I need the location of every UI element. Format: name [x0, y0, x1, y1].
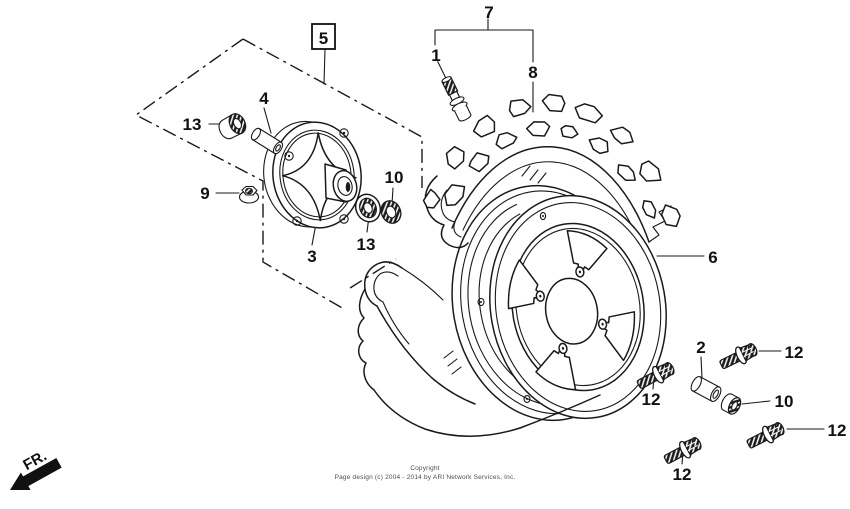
tread-hatching: [521, 165, 547, 184]
bolt-12-d: [660, 433, 705, 469]
callout-7[interactable]: 7: [484, 3, 493, 22]
callout-6[interactable]: 6: [708, 248, 717, 267]
callout-12-c[interactable]: 12: [828, 421, 847, 440]
valve-stem: [437, 61, 472, 122]
callout-3[interactable]: 3: [307, 247, 316, 266]
collar-4: [250, 127, 284, 155]
bearing-13-right: [354, 193, 382, 223]
nut-9: [238, 185, 260, 204]
leader-lines: [208, 18, 825, 465]
copyright-line1: Copyright: [410, 465, 440, 472]
tire-bottom-edge: [519, 394, 601, 429]
assembly-boundary-dashes: [134, 38, 423, 310]
wheel-slots: [497, 222, 646, 399]
callout-12-a[interactable]: 12: [785, 343, 804, 362]
bearing-13-left: [218, 113, 247, 140]
callout-4[interactable]: 4: [259, 89, 269, 108]
copyright-footer: Copyright Page design (c) 2004 - 2014 by…: [0, 464, 850, 483]
wheel-bolt-holes: [533, 264, 611, 356]
rim-rivets: [477, 211, 547, 403]
callout-10-left[interactable]: 10: [385, 168, 404, 187]
bolt-12-c: [743, 418, 788, 454]
wheel-face: [473, 182, 684, 433]
hub-flange-holes: [284, 128, 349, 226]
callout-12-d[interactable]: 12: [673, 465, 692, 484]
callout-5-box: [311, 23, 336, 50]
fasteners: [633, 339, 788, 469]
callout-13-right[interactable]: 13: [357, 235, 376, 254]
callout-8[interactable]: 8: [528, 63, 537, 82]
seal-10-left: [380, 200, 402, 224]
callout-2[interactable]: 2: [696, 338, 705, 357]
tire-knobs: [422, 93, 681, 228]
bolt-12-a: [716, 339, 761, 374]
callout-1[interactable]: 1: [431, 46, 440, 65]
spacer-2: [690, 375, 722, 403]
hub-assembly: [218, 113, 402, 229]
wheel-center-hole: [541, 274, 603, 348]
callout-9[interactable]: 9: [200, 184, 209, 203]
callout-12-b[interactable]: 12: [642, 390, 661, 409]
fr-arrow-icon: [10, 472, 31, 491]
callout-10-right[interactable]: 10: [775, 392, 794, 411]
tire-section: [357, 93, 681, 437]
wheel-rim: [434, 171, 684, 433]
callout-5[interactable]: 5: [319, 29, 328, 48]
copyright-line2: Page design (c) 2004 - 2014 by ARI Netwo…: [334, 474, 516, 482]
callout-13-left[interactable]: 13: [183, 115, 202, 134]
sidewall-hatching: [443, 350, 462, 375]
hub-boss: [324, 163, 358, 203]
nut-10-right: [720, 393, 742, 415]
